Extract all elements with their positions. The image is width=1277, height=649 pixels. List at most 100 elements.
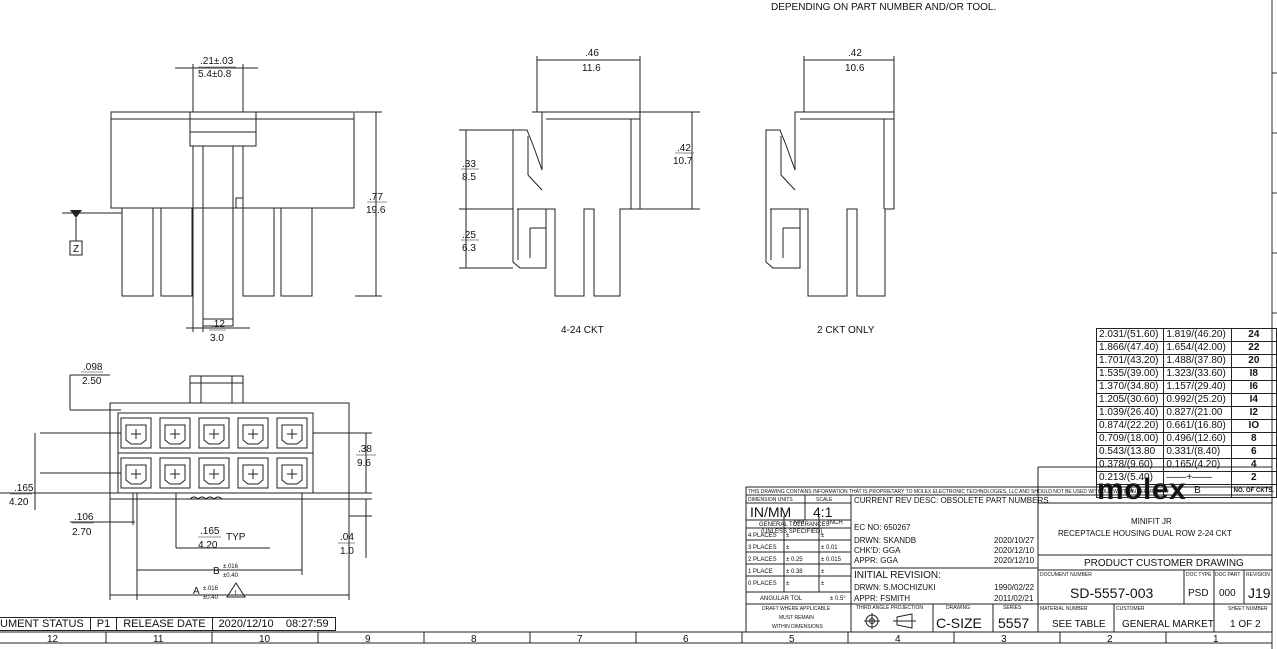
table-row: 1.866/(47.40)1.654/(42.00)22 bbox=[1095, 341, 1277, 355]
table-cell-n: I6 bbox=[1230, 380, 1277, 394]
inch-header: INCH bbox=[828, 520, 843, 526]
tolerance-inch: ± bbox=[821, 533, 825, 539]
tolerance-mm: ± bbox=[786, 545, 790, 551]
datum-z: Z bbox=[73, 244, 79, 255]
sheet-label: SHEET NUMBER bbox=[1228, 606, 1268, 612]
bottom-d2-in: .165 bbox=[14, 483, 34, 494]
bottom-b-label: B bbox=[213, 566, 220, 577]
series-value: 5557 bbox=[998, 615, 1029, 631]
table-cell-b: 0.992/(25.20) bbox=[1163, 393, 1232, 407]
bottom-row-mm: 9.6 bbox=[357, 458, 371, 469]
table-cell-b: 1.157/(29.40) bbox=[1163, 380, 1232, 394]
chkd-date: 2020/12/10 bbox=[994, 546, 1035, 555]
bottom-pitch-mm: 4.20 bbox=[198, 540, 218, 551]
draft-note-3: WITHIN DIMENSIONS bbox=[772, 624, 823, 630]
front-dim-height-in: .77 bbox=[369, 192, 383, 203]
doc-number: SD-5557-003 bbox=[1070, 585, 1153, 601]
tolerance-label: 3 PLACES bbox=[748, 545, 777, 551]
zone-label: 7 bbox=[577, 634, 583, 645]
release-time: 08:27:59 bbox=[285, 618, 329, 630]
rev-desc: CURRENT REV DESC: OBSOLETE PART NUMBERS bbox=[854, 496, 1049, 505]
table-cell-b: 0.496/(12.60) bbox=[1163, 432, 1232, 446]
table-row: 0.213/(5.40)——+——2 bbox=[1095, 471, 1277, 485]
dimension-units-label: DIMENSION UNITS bbox=[748, 497, 793, 503]
tolerance-mm: ± bbox=[786, 581, 790, 587]
table-cell-a: 1.535/(39.00) bbox=[1095, 367, 1165, 381]
zone-label: 12 bbox=[47, 634, 59, 645]
table-cell-b: 0.661/(16.80) bbox=[1163, 419, 1232, 433]
tolerance-mm: ± bbox=[786, 533, 790, 539]
front-dim-bottom-in: .12 bbox=[211, 319, 225, 330]
bottom-a-label: A bbox=[193, 586, 200, 597]
bottom-d1-mm: 2.50 bbox=[82, 376, 102, 387]
table-cell-a: 0.378/(9.60) bbox=[1095, 458, 1165, 472]
tolerance-mm: ± 0.38 bbox=[786, 569, 803, 575]
proprietary-note: THIS DRAWING CONTAINS INFORMATION THAT I… bbox=[748, 489, 1169, 495]
tolerance-inch: ± bbox=[821, 569, 825, 575]
table-cell-b: 1.323/(33.60) bbox=[1163, 367, 1232, 381]
scale-label: SCALE bbox=[816, 497, 833, 503]
zone-label: 2 bbox=[1107, 634, 1113, 645]
table-cell-a: 1.701/(43.20) bbox=[1095, 354, 1165, 368]
chkd: CHK'D: GGA bbox=[854, 546, 901, 555]
side1-right-mm: 10.7 bbox=[673, 156, 693, 167]
cavity bbox=[198, 457, 230, 489]
cavity bbox=[237, 457, 269, 489]
table-cell-n: 6 bbox=[1230, 445, 1277, 459]
table-cell-a: 0.709/(18.00) bbox=[1095, 432, 1165, 446]
release-date-label: RELEASE DATE bbox=[117, 617, 213, 631]
side2-width-mm: 10.6 bbox=[845, 63, 865, 74]
zone-label: 6 bbox=[683, 634, 689, 645]
bottom-a-tol-in: ±.016 bbox=[203, 586, 219, 592]
side1-width-in: .46 bbox=[585, 48, 599, 59]
table-cell-a: 2.031/(51.60) bbox=[1095, 328, 1165, 342]
revision: J19 bbox=[1248, 585, 1271, 601]
zone-label: 3 bbox=[1001, 634, 1007, 645]
customer-label: CUSTOMER bbox=[1116, 606, 1145, 612]
doc-status-value: P1 bbox=[90, 617, 118, 631]
doc-status-label: UMENT STATUS bbox=[0, 617, 91, 631]
draft-note-2: MUST REMAIN bbox=[779, 615, 814, 621]
header-note: DEPENDING ON PART NUMBER AND/OR TOOL. bbox=[771, 2, 996, 13]
draft-note-1: DRAFT WHERE APPLICABLE bbox=[762, 606, 831, 612]
init-drwn-date: 1990/02/22 bbox=[994, 583, 1035, 592]
release-date: 2020/12/10 bbox=[218, 618, 274, 630]
bottom-d3-in: .106 bbox=[74, 512, 94, 523]
sheet-value: 1 OF 2 bbox=[1230, 619, 1261, 630]
table-cell-b: ——+—— bbox=[1163, 471, 1232, 485]
init-drwn: DRWN: S.MOCHIZUKI bbox=[854, 583, 936, 592]
angular-tol-label: ANGULAR TOL bbox=[760, 596, 803, 602]
material-label: MATERIAL NUMBER bbox=[1040, 606, 1088, 612]
cavity bbox=[120, 417, 152, 449]
doc-number-label: DOCUMENT NUMBER bbox=[1040, 572, 1092, 578]
bottom-d1-in: .098 bbox=[83, 362, 103, 373]
zone-label: 8 bbox=[471, 634, 477, 645]
bottom-d4-mm: 1.0 bbox=[340, 546, 354, 557]
datum-box bbox=[69, 240, 83, 256]
initial-revision: INITIAL REVISION: bbox=[854, 570, 941, 581]
units-value: IN/MM bbox=[750, 504, 791, 520]
table-cell-b: 1.654/(42.00) bbox=[1163, 341, 1232, 355]
bottom-b-tol-in: ±.016 bbox=[223, 564, 239, 570]
side1-lower-mm: 6.3 bbox=[462, 243, 476, 254]
drwn: DRWN: SKANDB bbox=[854, 536, 916, 545]
front-view bbox=[62, 64, 382, 332]
zone-label: 9 bbox=[365, 634, 371, 645]
series-label: SERIES bbox=[1003, 605, 1022, 611]
table-row: 1.205/(30.60)0.992/(25.20)I4 bbox=[1095, 393, 1277, 407]
table-row: 0.709/(18.00)0.496/(12.60)8 bbox=[1095, 432, 1277, 446]
side1-caption: 4-24 CKT bbox=[561, 325, 604, 336]
doc-part: 000 bbox=[1219, 588, 1236, 599]
table-row: 1.370/(34.80)1.157/(29.40)I6 bbox=[1095, 380, 1277, 394]
projection-symbol-icon bbox=[864, 613, 916, 629]
table-cell-a: 0.213/(5.40) bbox=[1095, 471, 1165, 485]
table-cell-n: 8 bbox=[1230, 432, 1277, 446]
table-cell-n: IO bbox=[1230, 419, 1277, 433]
front-dim-bottom-mm: 3.0 bbox=[210, 333, 224, 344]
